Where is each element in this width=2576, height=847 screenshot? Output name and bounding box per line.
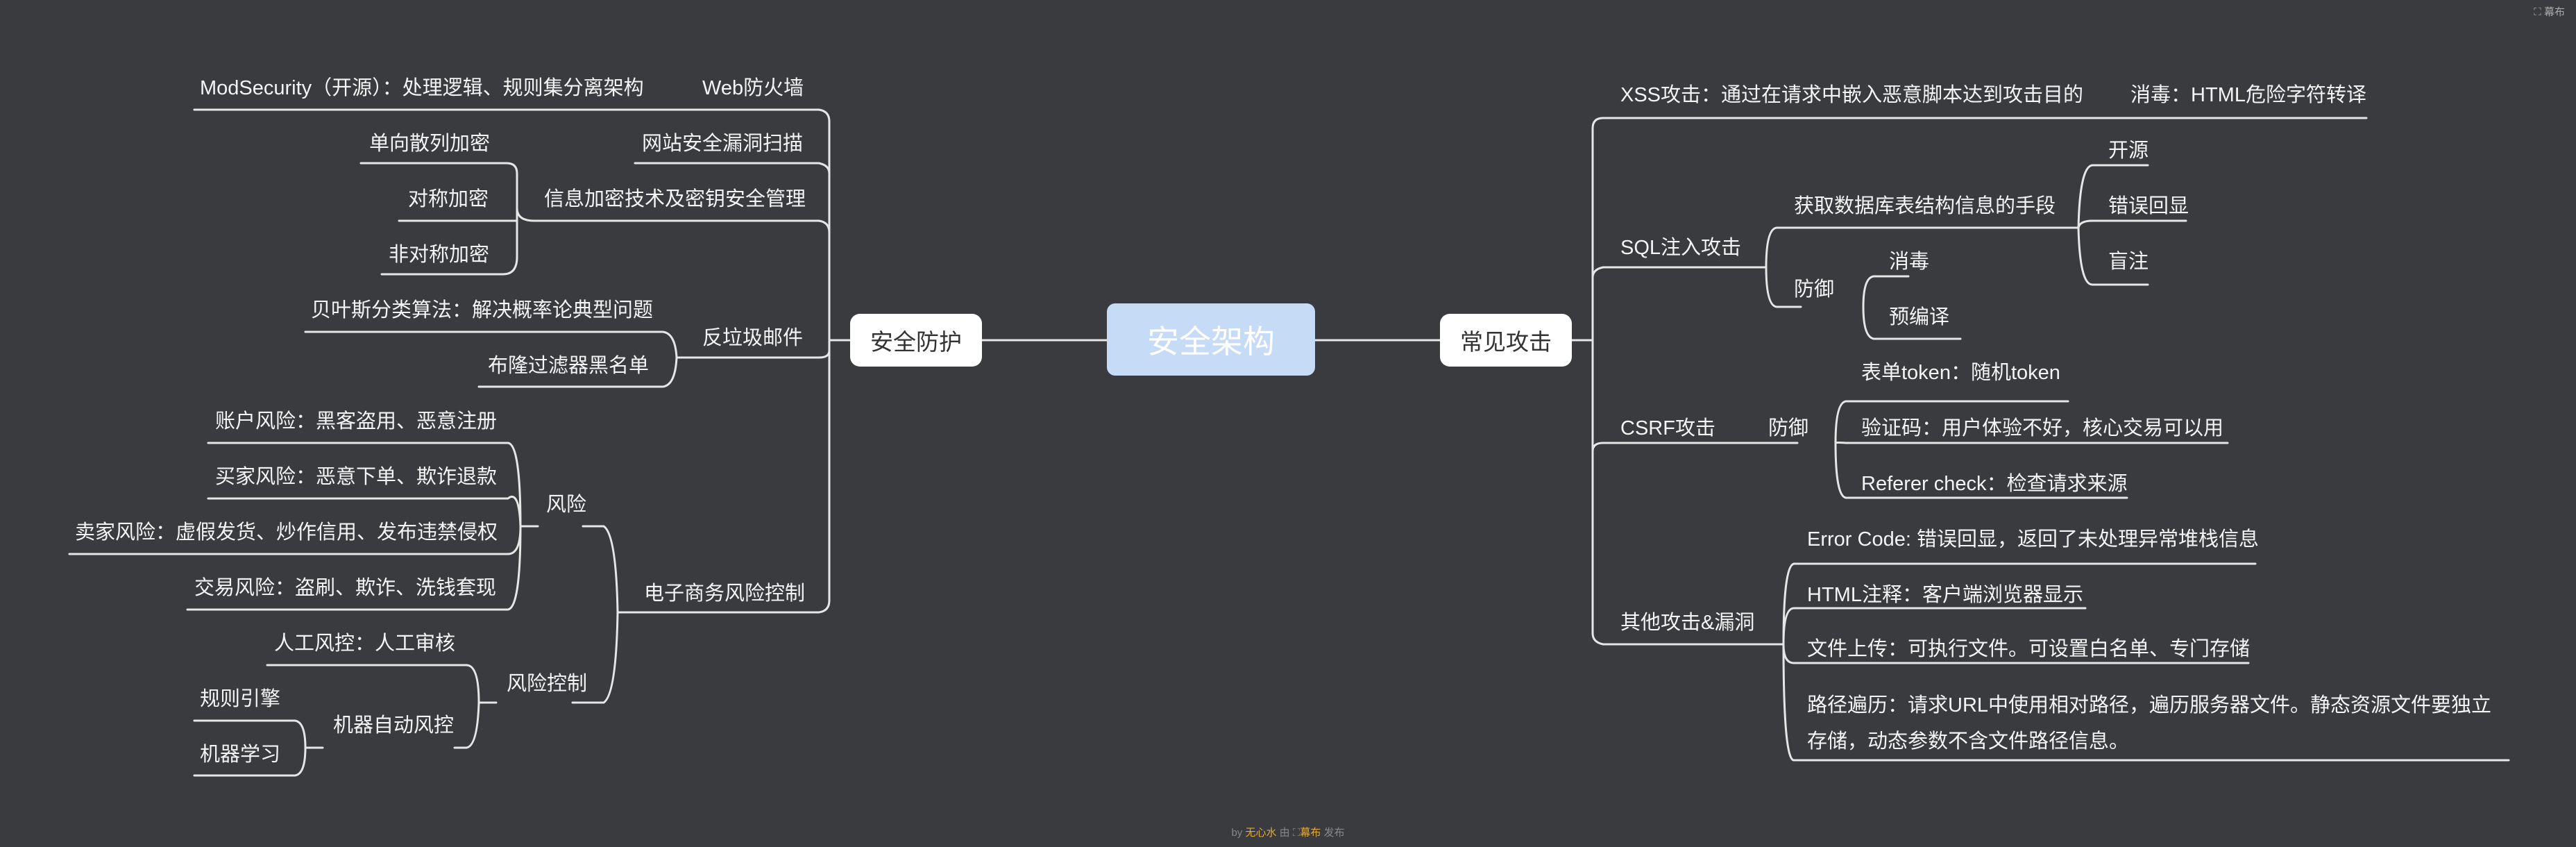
footer-via: 由	[1279, 827, 1290, 839]
node-risk-child-1[interactable]: 账户风险：黑客盗用、恶意注册	[215, 410, 498, 433]
node-other[interactable]: 其他攻击&漏洞	[1620, 612, 1755, 634]
node-risk[interactable]: 风险	[546, 494, 587, 516]
node-xss[interactable]: XSS攻击：通过在请求中嵌入恶意脚本达到攻击目的	[1620, 84, 2084, 106]
node-sql-info-child-3[interactable]: 盲注	[2108, 251, 2149, 273]
expand-icon: ⛶	[2534, 6, 2541, 18]
node-crypto-child-3[interactable]: 非对称加密	[389, 244, 490, 266]
footer-publish: 发布	[1323, 827, 1345, 839]
node-other-child-1[interactable]: Error Code: 错误回显，返回了未处理异常堆栈信息	[1807, 528, 2259, 551]
node-auto-child-1[interactable]: 规则引擎	[200, 688, 281, 710]
node-crypto-child-2[interactable]: 对称加密	[408, 188, 489, 210]
brand-icon: ⛶	[1292, 827, 1300, 839]
node-crypto-child-1[interactable]: 单向散列加密	[369, 133, 491, 155]
node-other-child-4[interactable]: 路径遍历：请求URL中使用相对路径，遍历服务器文件。静态资源文件要独立存储，动态…	[1807, 694, 2492, 753]
node-risk-child-4[interactable]: 交易风险：盗刷、欺诈、洗钱套现	[194, 577, 497, 599]
node-risk-child-3[interactable]: 卖家风险：虚假发货、炒作信用、发布违禁侵权	[75, 521, 498, 544]
expand-fullscreen[interactable]: ⛶ 幕布	[2534, 4, 2565, 19]
node-csrf-def-child-3[interactable]: Referer check：检查请求来源	[1861, 473, 2128, 495]
footer: by 无心水 由 ⛶幕布 发布	[0, 825, 2576, 839]
node-waf-child[interactable]: ModSecurity（开源）：处理逻辑、规则集分离架构	[200, 77, 644, 99]
node-sql-info-child-2[interactable]: 错误回显	[2108, 195, 2189, 217]
node-sql-info-child-1[interactable]: 开源	[2108, 140, 2149, 162]
branch-defense-label: 安全防护	[870, 329, 962, 355]
branch-attacks[interactable]: 常见攻击	[1440, 314, 1572, 367]
footer-brand[interactable]: 幕布	[1300, 827, 1321, 839]
node-csrf-def[interactable]: 防御	[1768, 417, 1809, 439]
node-sql-def-child-2[interactable]: 预编译	[1889, 306, 1950, 328]
node-scan[interactable]: 网站安全漏洞扫描	[642, 133, 804, 155]
node-sql-info[interactable]: 获取数据库表结构信息的手段	[1794, 195, 2056, 217]
node-csrf[interactable]: CSRF攻击	[1620, 417, 1715, 439]
node-spam-child-2[interactable]: 布隆过滤器黑名单	[488, 355, 650, 377]
branch-attacks-label: 常见攻击	[1460, 329, 1552, 355]
node-sql[interactable]: SQL注入攻击	[1620, 237, 1742, 259]
node-sql-def-child-1[interactable]: 消毒	[1889, 251, 1930, 273]
node-ecom[interactable]: 电子商务风险控制	[644, 582, 806, 605]
node-other-child-3[interactable]: 文件上传：可执行文件。可设置白名单、专门存储	[1807, 638, 2251, 660]
footer-author[interactable]: 无心水	[1245, 827, 1277, 839]
node-control[interactable]: 风险控制	[507, 673, 588, 695]
root-node[interactable]: 安全架构	[1107, 303, 1315, 376]
node-auto[interactable]: 机器自动风控	[333, 714, 455, 737]
node-spam[interactable]: 反垃圾邮件	[702, 327, 804, 349]
footer-by: by	[1231, 827, 1243, 839]
node-spam-child-1[interactable]: 贝叶斯分类算法：解决概率论典型问题	[311, 299, 654, 321]
node-crypto[interactable]: 信息加密技术及密钥安全管理	[544, 188, 806, 210]
node-auto-child-2[interactable]: 机器学习	[200, 744, 281, 766]
branch-defense[interactable]: 安全防护	[850, 314, 982, 367]
node-csrf-def-child-2[interactable]: 验证码：用户体验不好，核心交易可以用	[1861, 417, 2224, 439]
node-waf[interactable]: Web防火墙	[702, 77, 804, 99]
node-xss-child[interactable]: 消毒：HTML危险字符转译	[2130, 84, 2366, 106]
node-other-child-2[interactable]: HTML注释：客户端浏览器显示	[1807, 584, 2083, 606]
node-manual[interactable]: 人工风控：人工审核	[274, 632, 456, 655]
topright-label: 幕布	[2543, 6, 2565, 18]
node-risk-child-2[interactable]: 买家风险：恶意下单、欺诈退款	[215, 466, 498, 488]
root-label: 安全架构	[1147, 324, 1275, 360]
node-sql-def[interactable]: 防御	[1794, 278, 1835, 301]
node-csrf-def-child-1[interactable]: 表单token：随机token	[1861, 362, 2060, 384]
